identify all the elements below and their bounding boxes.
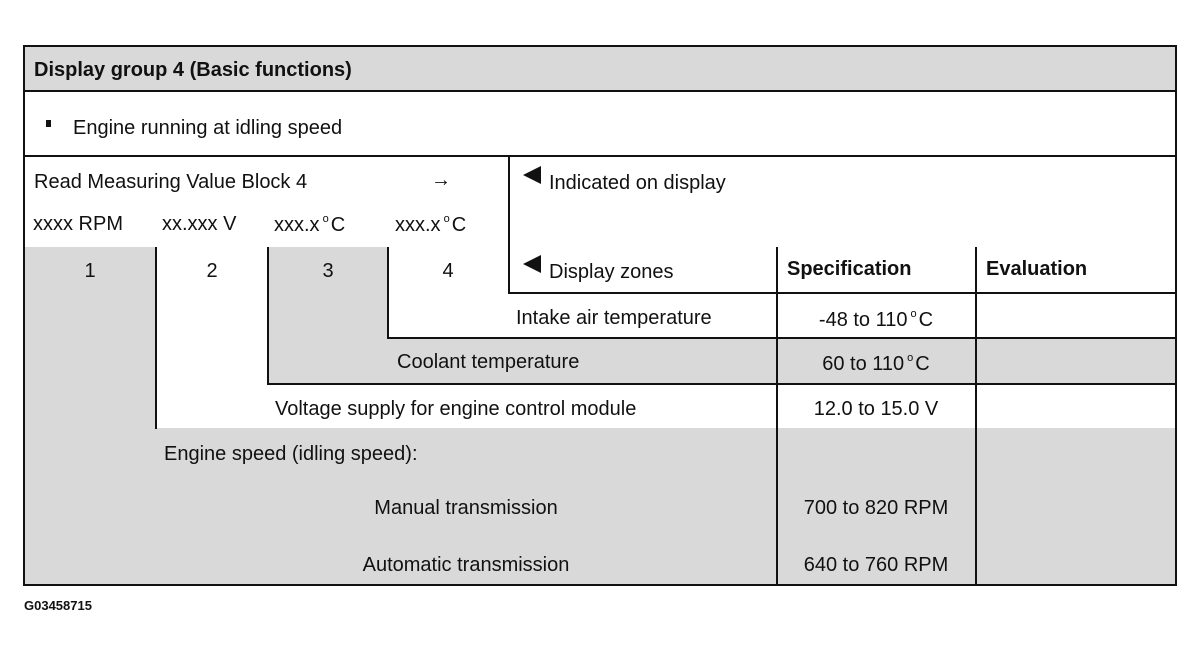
evaluation-header: Evaluation bbox=[986, 258, 1088, 280]
coolant-temperature-label: Coolant temperature bbox=[397, 351, 580, 373]
zone-number-3: 3 bbox=[322, 260, 334, 282]
coolant-row-fill bbox=[268, 338, 1176, 384]
zone-number-1: 1 bbox=[84, 260, 96, 282]
table-title: Display group 4 (Basic functions) bbox=[34, 59, 352, 81]
degree-icon: o bbox=[910, 308, 917, 320]
voltage-supply-spec: 12.0 to 15.0 V bbox=[813, 398, 939, 420]
condition-text: Engine running at idling speed bbox=[73, 117, 343, 139]
zone-number-4: 4 bbox=[442, 260, 454, 282]
display-zones-label: Display zones bbox=[549, 261, 674, 283]
engine-speed-label: Engine speed (idling speed): bbox=[164, 443, 418, 465]
degree-icon: o bbox=[907, 352, 914, 364]
automatic-transmission-spec: 640 to 760 RPM bbox=[803, 554, 949, 576]
specification-header: Specification bbox=[787, 258, 912, 280]
read-measuring-label: Read Measuring Value Block 4 bbox=[34, 171, 308, 193]
zone-number-2: 2 bbox=[206, 260, 218, 282]
indicated-on-display-label: Indicated on display bbox=[549, 172, 726, 194]
field-2-value: xx.xxx V bbox=[162, 213, 237, 235]
manual-transmission-label: Manual transmission bbox=[374, 497, 558, 519]
figure-id: G03458715 bbox=[24, 598, 92, 613]
header-fill bbox=[24, 46, 1176, 91]
pointer-left-icon bbox=[523, 166, 541, 184]
engine-speed-block-fill bbox=[156, 428, 1176, 585]
bullet-icon bbox=[46, 120, 51, 127]
intake-air-temperature-label: Intake air temperature bbox=[516, 307, 712, 329]
right-arrow-icon: → bbox=[431, 169, 451, 191]
pointer-left-icon bbox=[523, 255, 541, 273]
automatic-transmission-label: Automatic transmission bbox=[362, 554, 570, 576]
degree-icon: o bbox=[443, 213, 450, 225]
field-1-value: xxxx RPM bbox=[33, 213, 123, 235]
manual-transmission-spec: 700 to 820 RPM bbox=[803, 497, 949, 519]
voltage-supply-label: Voltage supply for engine control module bbox=[275, 398, 637, 420]
degree-icon: o bbox=[322, 213, 329, 225]
zone-1-column-fill bbox=[24, 247, 156, 585]
